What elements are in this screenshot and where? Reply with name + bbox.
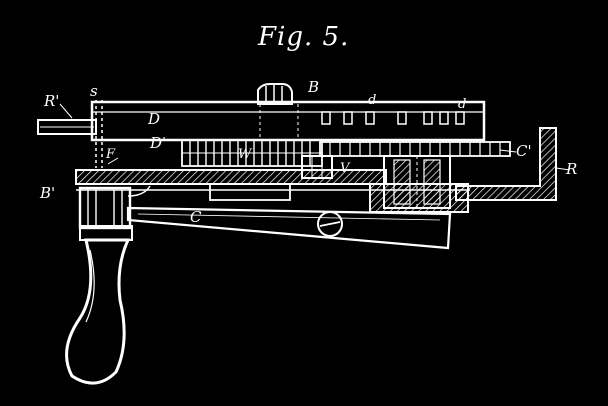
lever-c xyxy=(126,185,452,250)
label-s: s xyxy=(90,82,98,100)
knob-b xyxy=(257,83,293,105)
label-f: F xyxy=(106,147,116,162)
leader-lines xyxy=(59,103,571,171)
label-w: W xyxy=(238,147,252,162)
figure-title: Fig. 5. xyxy=(258,22,350,52)
handle xyxy=(65,225,133,385)
pivot-b-prime xyxy=(78,186,132,230)
label-b-prime: B' xyxy=(40,184,56,202)
label-c-prime: C' xyxy=(516,142,532,160)
gear-wheel xyxy=(181,139,323,167)
label-d: D xyxy=(148,110,161,128)
label-r: R xyxy=(566,160,578,178)
label-v: V xyxy=(340,161,350,176)
rod-r-prime xyxy=(37,119,97,135)
label-r-prime: R' xyxy=(44,92,60,110)
label-c: C xyxy=(190,208,202,226)
label-d-notch-1: d xyxy=(368,93,377,108)
base-plate xyxy=(75,169,470,213)
label-d-prime: D' xyxy=(150,134,167,152)
label-d-notch-2: d xyxy=(458,97,467,112)
label-b: B xyxy=(308,78,320,96)
rack-c-prime xyxy=(319,141,511,157)
